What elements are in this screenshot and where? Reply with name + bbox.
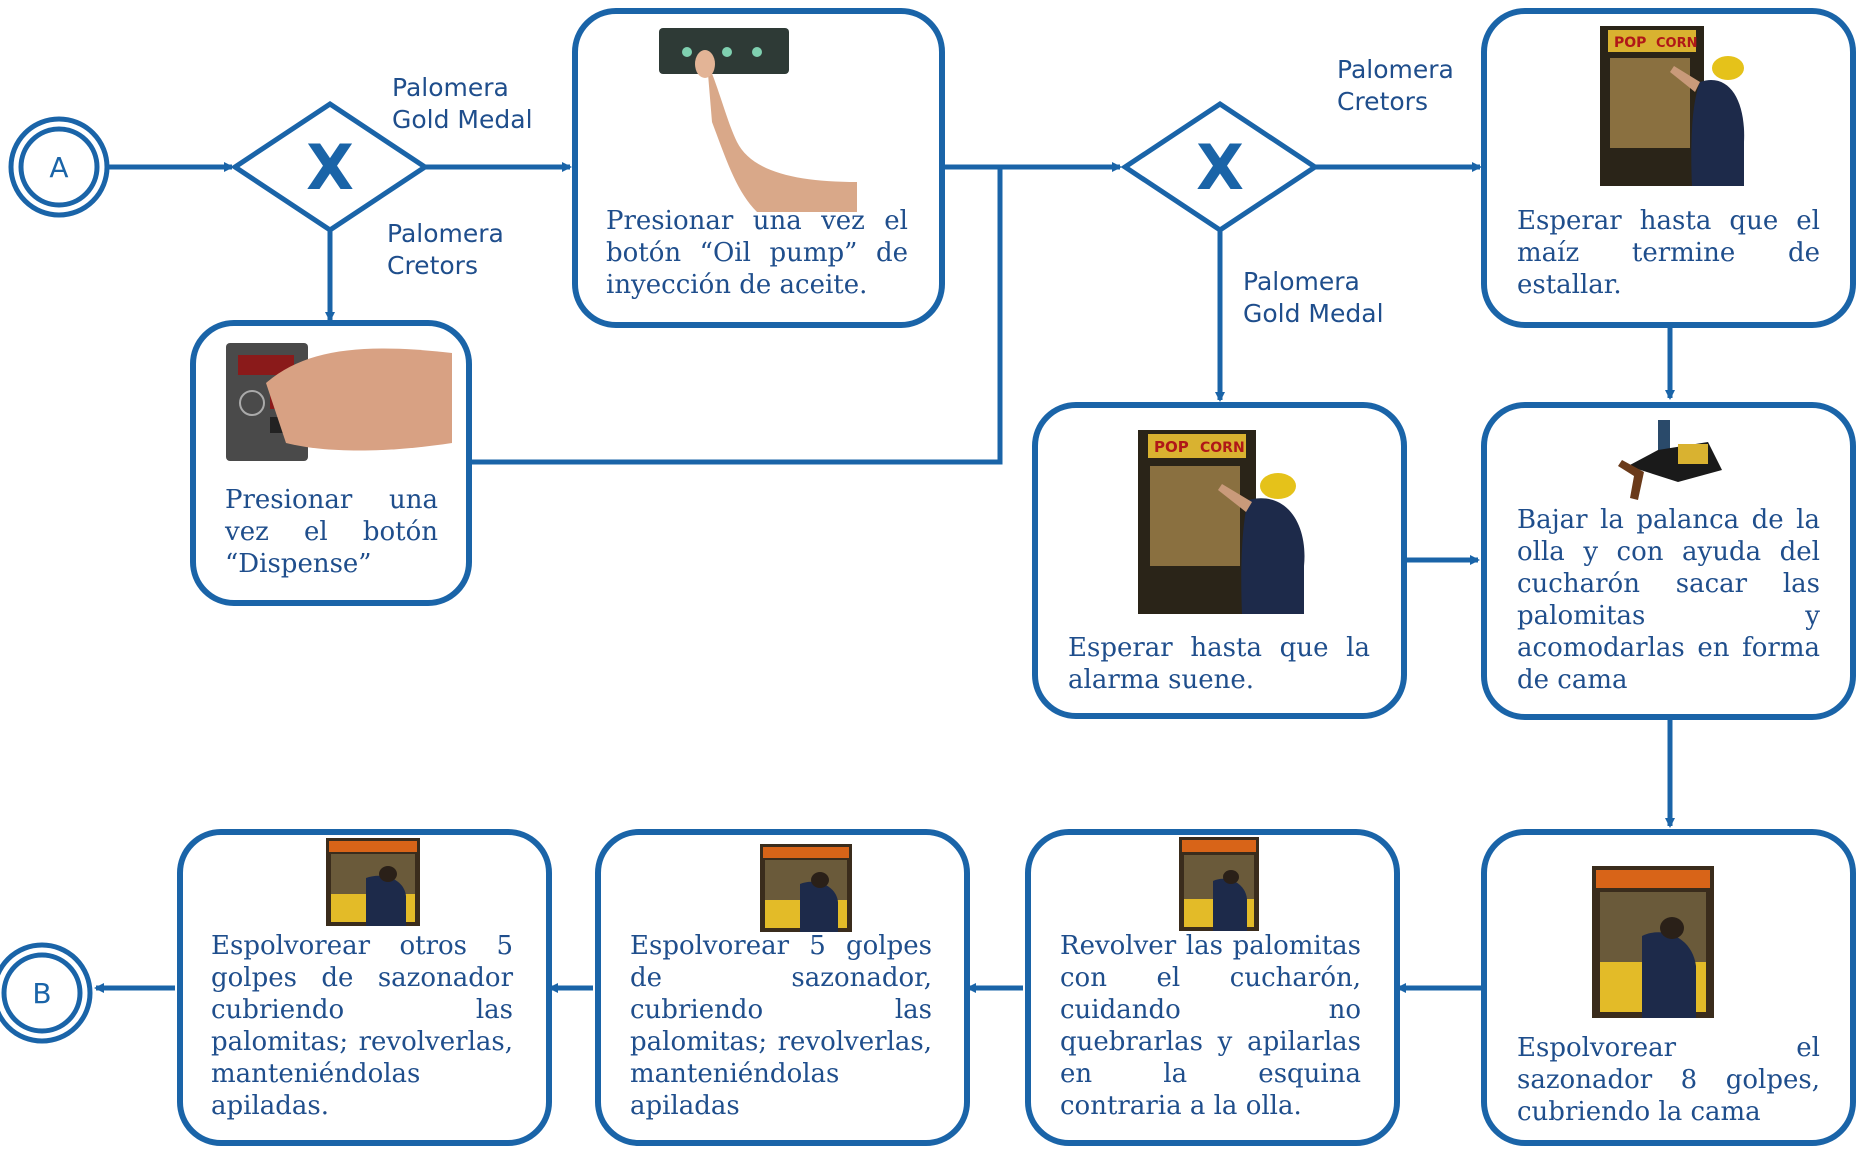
task-lower-lever-text: Bajar la palanca de la olla y con ayuda … [1517,505,1820,695]
lever-icon [1618,420,1722,500]
end-event-outer [0,942,93,1044]
seasoning-photo-3 [760,844,852,932]
task-stir-text: Revolver las palomitas con el cucharón, … [1060,931,1361,1121]
corn-sign: CORN [1656,36,1697,51]
start-event-inner [18,126,100,208]
popcorn-machine-photo-2: POP CORN [1138,430,1305,614]
task-season-5-more-text: Espolvorear otros 5 golpes de sazonador … [211,931,513,1121]
task-oil-pump [572,8,945,328]
gateway-1-label-cretors: Palomera Cretors [387,219,504,280]
task-dispense-text: Presionar una vez el botón “Dispense” [225,485,438,579]
task-oil-pump-text: Presionar una vez el botón “Oil pump” de… [606,206,908,300]
corn-sign-2: CORN [1200,440,1245,456]
task-season-5 [595,829,970,1146]
seasoning-photo-1 [1592,866,1714,1018]
end-event-inner [1,952,83,1034]
gateway-2-label-cretors: Palomera Cretors [1337,55,1454,116]
gateway-2-mark: X [1196,130,1244,204]
seasoning-photo-4 [326,838,420,926]
pop-sign-2: POP [1154,438,1189,456]
seasoning-photo-2 [1179,837,1259,931]
task-season-5-text: Espolvorear 5 golpes de sazonador, cubri… [630,931,932,1121]
oil-pump-photo [659,28,857,212]
task-wait-alarm-text: Esperar hasta que la alarma suene. [1068,633,1370,695]
start-event-label: A [49,150,69,184]
popcorn-machine-photo-1: POP CORN [1600,26,1745,186]
task-season-8-text: Espolvorear el sazonador 8 golpes, cubri… [1517,1033,1820,1127]
pop-sign: POP [1614,35,1646,51]
dispense-photo [226,343,452,461]
gateway-1-label-gold-medal: Palomera Gold Medal [392,73,533,134]
task-wait-pop-text: Esperar hasta que el maíz termine de est… [1517,206,1820,300]
gateway-1-mark: X [306,130,354,204]
gateway-2-label-gold-medal: Palomera Gold Medal [1243,267,1384,328]
end-event-label: B [32,976,52,1010]
